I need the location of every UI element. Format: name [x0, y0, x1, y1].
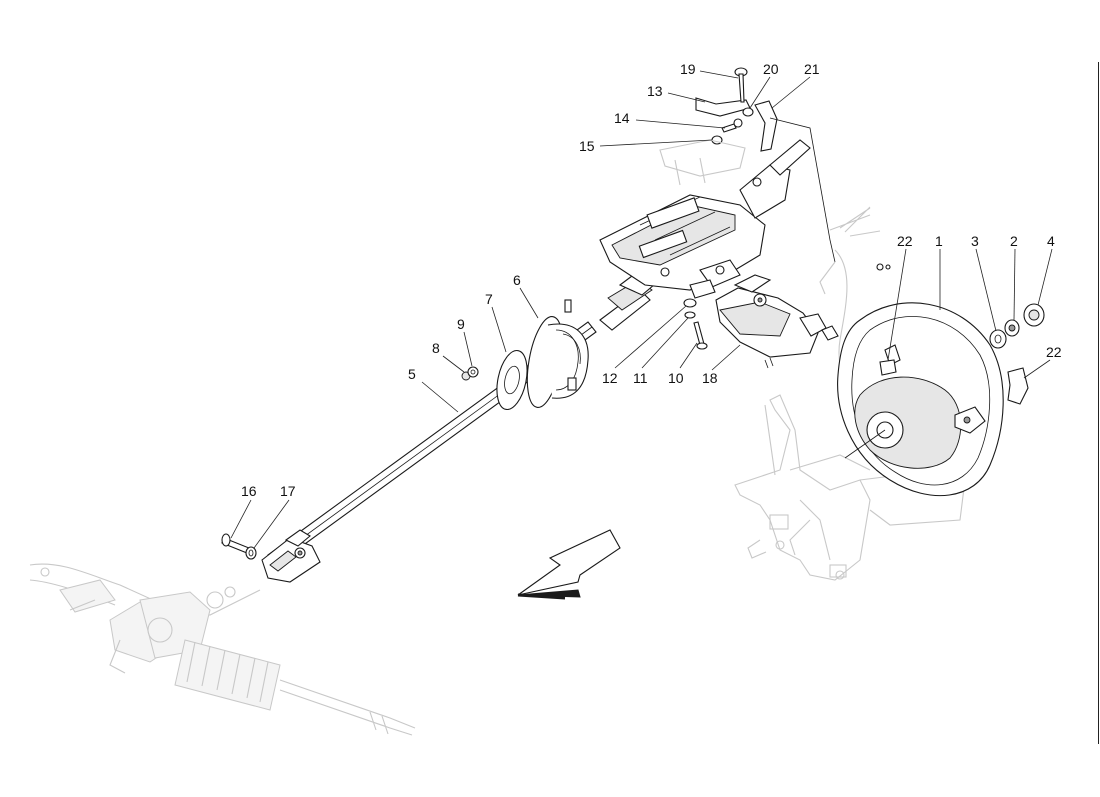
callout-4: 4: [1047, 233, 1055, 249]
bolt-10: [693, 321, 708, 350]
callout-8: 8: [432, 340, 440, 356]
steering-rack-ghost: [29, 563, 416, 736]
callout-18: 18: [702, 370, 718, 386]
washer-3: [989, 329, 1007, 349]
boot-6: [526, 299, 589, 408]
nut-4: [1023, 303, 1045, 327]
washer-2: [1004, 319, 1020, 337]
callout-22-left: 22: [897, 233, 913, 249]
callout-5: 5: [408, 366, 416, 382]
callout-7: 7: [485, 291, 493, 307]
washer-11: [684, 311, 696, 319]
callout-2: 2: [1010, 233, 1018, 249]
pin-19: [734, 67, 748, 103]
switch-22-right: [1007, 367, 1029, 405]
callout-19: 19: [680, 61, 696, 77]
callout-9: 9: [457, 316, 465, 332]
pedal-bracket-ghost: [734, 394, 966, 581]
callout-15: 15: [579, 138, 595, 154]
callout-12: 12: [602, 370, 618, 386]
steering-wheel: [837, 302, 1004, 497]
callout-20: 20: [763, 61, 779, 77]
forward-arrow-icon: [517, 529, 621, 600]
callout-11: 11: [633, 370, 648, 386]
callout-6: 6: [513, 272, 521, 288]
callout-13: 13: [647, 83, 663, 99]
callout-3: 3: [971, 233, 979, 249]
callout-1: 1: [935, 233, 943, 249]
washer-17: [245, 546, 257, 560]
callout-16: 16: [241, 483, 257, 499]
lower-bracket-ghost: [659, 139, 746, 186]
switch-22-left: [879, 359, 897, 376]
steering-column-assembly: [599, 139, 811, 331]
ignition-lock-18: [715, 274, 839, 369]
callout-22-right: 22: [1046, 344, 1062, 360]
clip-21: [754, 100, 778, 152]
leader-lines: [230, 70, 1053, 549]
washer-9: [467, 366, 479, 378]
frame-border: [1098, 62, 1099, 744]
callout-10: 10: [668, 370, 684, 386]
callout-labels: 1 2 3 4 5 6 7 8 9 10 11 12 13 14 15 16 1…: [241, 61, 1062, 499]
seal-plate-7: [496, 349, 528, 411]
callout-17: 17: [280, 483, 296, 499]
callout-21: 21: [804, 61, 820, 77]
washer-12: [683, 298, 697, 308]
nut-20: [742, 107, 754, 117]
lower-universal-joint: [261, 529, 321, 583]
callout-14: 14: [614, 110, 630, 126]
screw-14: [721, 118, 743, 133]
